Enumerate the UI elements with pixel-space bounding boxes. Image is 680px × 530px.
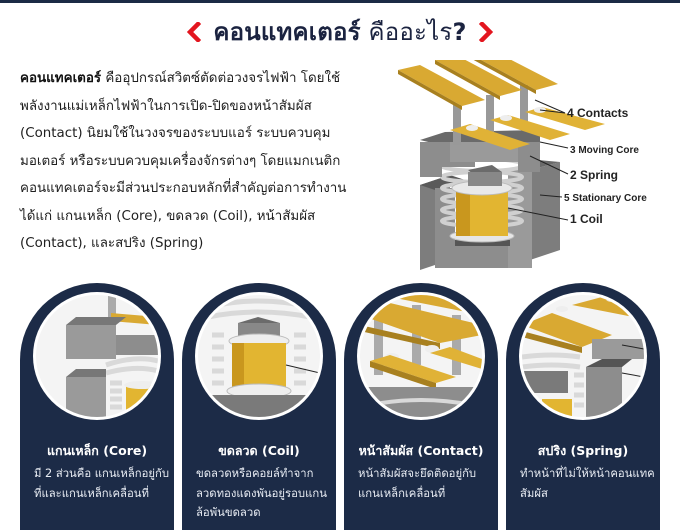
card-spring-title: สปริง (Spring) [537, 443, 629, 458]
page-title: คอนแทคเตอร์ คืออะไร? [0, 12, 680, 51]
title-term: คอนแทคเตอร์ [213, 18, 361, 46]
contact-image [357, 292, 485, 420]
card-core: แกนเหล็ก (Core) มี 2 ส่วนคือ แกนเหล็กอยู… [20, 283, 174, 530]
svg-text:5 Stationary Core: 5 Stationary Core [564, 193, 647, 204]
intro-term: คอนแทคเตอร์ [20, 71, 102, 86]
card-contact: หน้าสัมผัส (Contact) หน้าสัมผัสจะยึดติดอ… [344, 283, 498, 530]
spring-image [519, 292, 647, 420]
contactor-diagram: 4 Contacts 3 Moving Core 2 Spring 5 Stat… [390, 50, 680, 270]
card-contact-desc: หน้าสัมผัสจะยึดติดอยู่กับแกนเหล็กเคลื่อน… [358, 467, 477, 500]
core-image [33, 292, 161, 420]
component-cards: แกนเหล็ก (Core) มี 2 ส่วนคือ แกนเหล็กอยู… [0, 283, 680, 530]
card-contact-title: หน้าสัมผัส (Contact) [358, 443, 484, 458]
card-spring-desc: ทำหน้าที่ไม่ให้หน้าคอนแทคสัมผัส [520, 467, 655, 500]
card-core-title: แกนเหล็ก (Core) [46, 443, 148, 458]
card-spring: สปริง (Spring) ทำหน้าที่ไม่ให้หน้าคอนแทค… [506, 283, 660, 530]
label-contacts: 4 Contacts [567, 106, 629, 120]
card-coil-desc: ขดลวดหรือคอยล์ทำจากลวดทองแดงพันอยู่รอบแก… [196, 467, 327, 519]
chevron-right-icon [478, 18, 493, 46]
card-coil-title: ขดลวด (Coil) [218, 443, 300, 458]
chevron-left-icon [187, 18, 202, 46]
svg-text:2 Spring: 2 Spring [570, 168, 618, 182]
coil-image [195, 292, 323, 420]
svg-text:3 Moving Core: 3 Moving Core [570, 145, 639, 156]
top-accent-bar [0, 0, 680, 3]
intro-paragraph: คอนแทคเตอร์ คืออุปกรณ์สวิตซ์ตัดต่อวงจรไฟ… [20, 65, 375, 258]
card-coil: ขดลวด (Coil) ขดลวดหรือคอยล์ทำจากลวดทองแด… [182, 283, 336, 530]
svg-text:1 Coil: 1 Coil [570, 212, 603, 226]
card-core-desc: มี 2 ส่วนคือ แกนเหล็กอยู่กับที่และแกนเหล… [34, 467, 170, 500]
intro-text: คืออุปกรณ์สวิตซ์ตัดต่อวงจรไฟฟ้า โดยใช้พล… [20, 71, 347, 251]
title-question-mark: ? [452, 18, 467, 46]
title-question: คืออะไร [360, 18, 453, 46]
